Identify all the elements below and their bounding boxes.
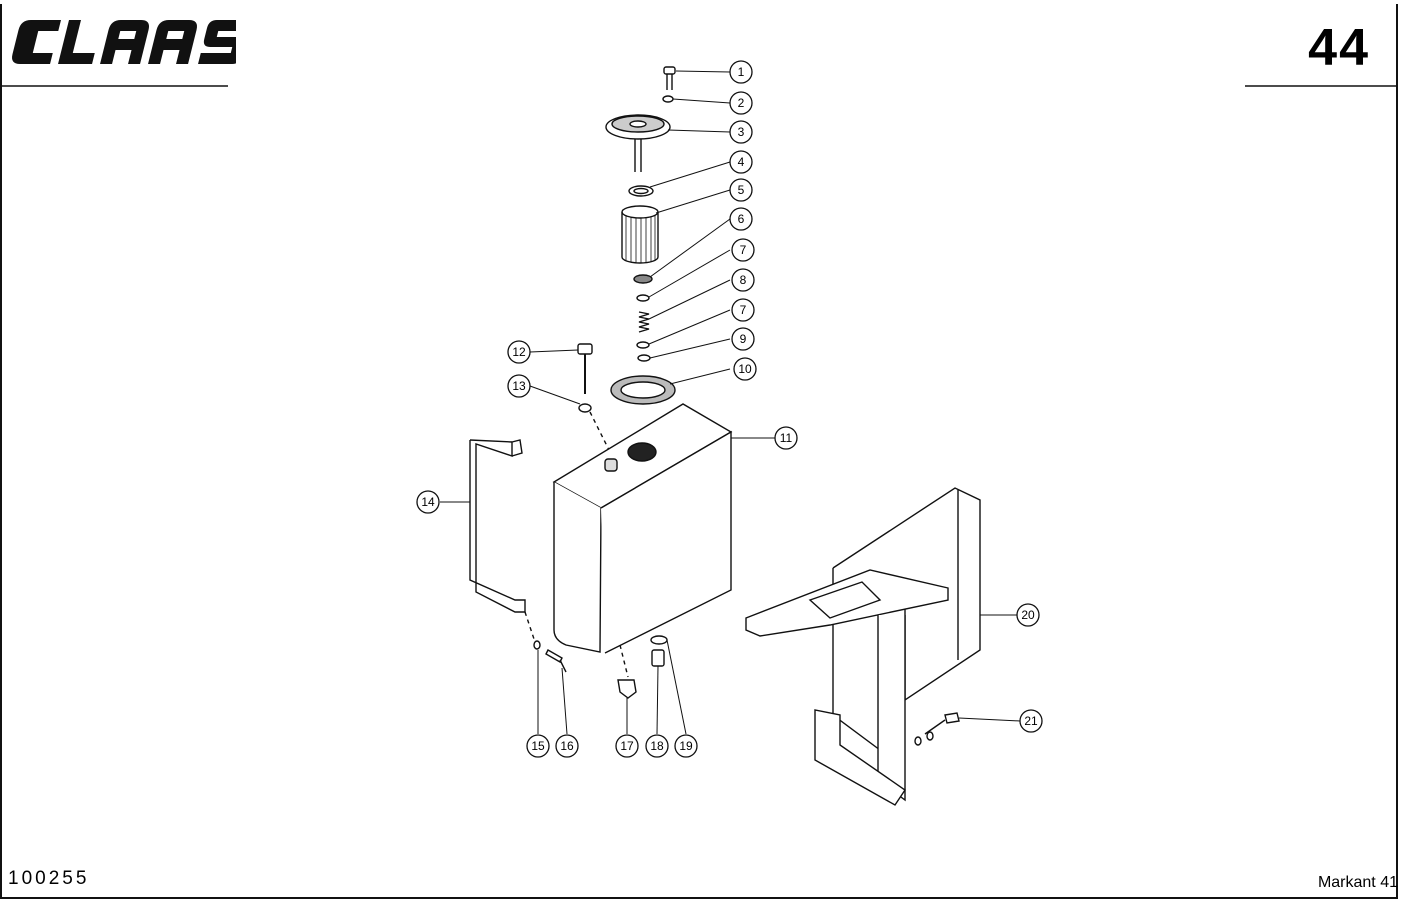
part-o-ring <box>636 294 650 302</box>
callout-circle <box>729 178 753 202</box>
callout-circle <box>731 327 755 351</box>
callout-number: 13 <box>512 379 526 393</box>
callout-number: 4 <box>738 155 745 169</box>
callout-number: 21 <box>1024 714 1038 728</box>
part-bolt <box>663 66 676 90</box>
callout-number: 11 <box>780 431 793 445</box>
callout-number: 3 <box>738 125 745 139</box>
callout-circle <box>555 734 579 758</box>
callout-circle <box>645 734 669 758</box>
claas-logo <box>12 20 236 64</box>
part-strap-bracket <box>469 439 526 613</box>
callout-number: 20 <box>1021 608 1035 622</box>
callout-number: 17 <box>620 739 634 753</box>
callout-circle <box>729 120 753 144</box>
part-dipstick <box>577 343 593 394</box>
callout-number: 16 <box>560 739 574 753</box>
callout-circle <box>729 60 753 84</box>
callout-number: 10 <box>738 362 752 376</box>
callout-number: 7 <box>740 243 747 257</box>
callout-number: 15 <box>531 739 545 753</box>
callout-circle <box>507 374 531 398</box>
part-mounting-frame <box>745 487 981 806</box>
callout-circle <box>729 150 753 174</box>
callout-number: 14 <box>421 495 435 509</box>
callout-circle <box>729 91 753 115</box>
callout-number: 12 <box>512 345 526 359</box>
reference-code: 100255 <box>8 868 90 889</box>
callout-circle <box>674 734 698 758</box>
callout-circle <box>526 734 550 758</box>
callout-number: 19 <box>679 739 693 753</box>
part-ring <box>628 185 654 197</box>
part-washer <box>662 95 674 103</box>
callout-number: 5 <box>738 183 745 197</box>
callout-circle <box>1016 603 1040 627</box>
callout-circle <box>731 238 755 262</box>
callout-number: 8 <box>740 273 747 287</box>
callout-circle <box>731 268 755 292</box>
callout-circle <box>774 426 798 450</box>
callout-circle <box>729 207 753 231</box>
callout-number: 1 <box>738 65 745 79</box>
callout-number: 2 <box>738 96 745 110</box>
part-bolt-21 <box>914 712 960 746</box>
callout-number: 6 <box>738 212 745 226</box>
callout-circle <box>416 490 440 514</box>
callout-circle <box>615 734 639 758</box>
callout-circle <box>507 340 531 364</box>
callout-circle <box>731 298 755 322</box>
callout-number: 18 <box>650 739 664 753</box>
part-gasket <box>610 375 676 405</box>
part-filter-cover <box>605 114 671 172</box>
part-tank <box>552 403 733 654</box>
part-seal <box>633 274 653 284</box>
model-name: Markant 41 <box>1317 874 1398 891</box>
callout-number: 7 <box>740 303 747 317</box>
callout-circle <box>733 357 757 381</box>
callout-circle <box>1019 709 1043 733</box>
callout-number: 9 <box>740 332 747 346</box>
part-spring <box>638 311 650 333</box>
leader-lines <box>440 70 1021 735</box>
part-filter-element <box>621 205 659 264</box>
page-number: 44 <box>1308 19 1370 77</box>
